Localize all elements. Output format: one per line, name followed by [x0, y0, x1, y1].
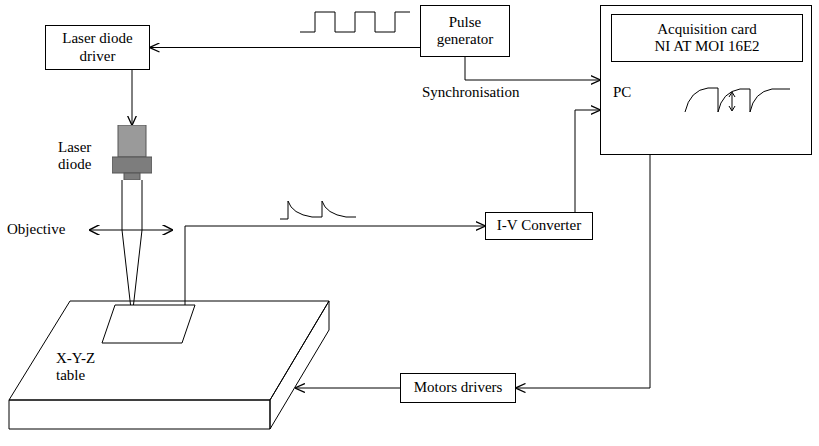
connector [150, 47, 420, 48]
process-box: Laser diode driver [45, 25, 150, 70]
laser-beam [122, 180, 142, 318]
computer-box: PC Acquisition card NI AT MOI 16E2 [600, 5, 812, 155]
pulse-waveform [300, 12, 410, 32]
xyz-table: X-Y-Z table [8, 300, 330, 430]
node-label: Motors drivers [414, 379, 503, 396]
connector [575, 110, 600, 212]
connector [185, 226, 485, 305]
connector [295, 388, 400, 389]
connector [132, 70, 133, 125]
node-label: Laser diode driver [52, 30, 143, 65]
screen-waveform [685, 88, 790, 112]
node-label: I-V Converter [497, 217, 581, 234]
node-label: X-Y-Z table [56, 350, 108, 385]
node-label: Laser diode [58, 139, 104, 174]
sample [102, 305, 195, 343]
process-box: I-V Converter [485, 212, 593, 240]
connector [465, 57, 600, 80]
card-box: Acquisition card NI AT MOI 16E2 [611, 14, 803, 62]
objective-lens [90, 229, 172, 230]
process-box: Pulse generator [420, 5, 510, 57]
connector [516, 155, 650, 388]
laser-diode: Laser diode [112, 125, 152, 180]
laser-diode-body [112, 125, 152, 180]
node-label: PC [613, 84, 631, 101]
current-waveform [280, 201, 356, 219]
node-label: Pulse generator [427, 14, 503, 49]
process-box: Motors drivers [400, 373, 516, 403]
node-label: Acquisition card NI AT MOI 16E2 [648, 21, 766, 56]
signal-label: Synchronisation [420, 84, 522, 101]
part-label: Objective [5, 221, 67, 238]
